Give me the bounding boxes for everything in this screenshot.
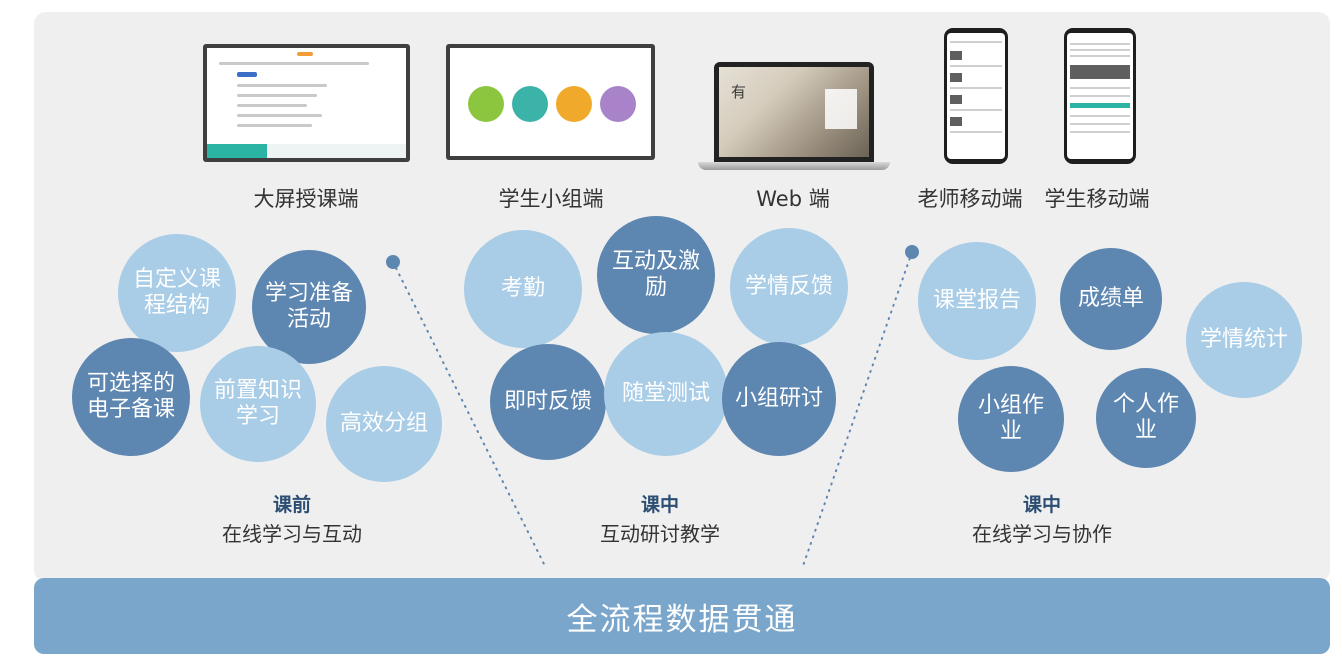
bubble-electronic-lesson-prep: 可选择的电子备课 bbox=[72, 338, 190, 456]
device-label-large-screen: 大屏授课端 bbox=[253, 187, 359, 211]
data-flow-bar: 全流程数据贯通 bbox=[34, 578, 1330, 654]
bubble-group-discussion: 小组研讨 bbox=[722, 342, 836, 456]
data-flow-label: 全流程数据贯通 bbox=[566, 601, 798, 638]
laptop-base bbox=[698, 162, 890, 170]
bubble-custom-course-structure: 自定义课程结构 bbox=[118, 234, 236, 352]
bubble-group-homework: 小组作业 bbox=[958, 366, 1064, 472]
section-subtitle-pre-class: 在线学习与互动 bbox=[222, 522, 362, 546]
bubble-individual-homework: 个人作业 bbox=[1096, 368, 1196, 468]
bubble-attendance: 考勤 bbox=[464, 230, 582, 348]
section-title-in-class-online: 课中 bbox=[1022, 494, 1062, 516]
bubble-class-report: 课堂报告 bbox=[918, 242, 1036, 360]
bubble-prior-knowledge: 前置知识学习 bbox=[200, 346, 316, 462]
section-title-pre-class: 课前 bbox=[272, 494, 312, 516]
section-subtitle-in-class-online: 在线学习与协作 bbox=[972, 522, 1112, 546]
student-phone-icon bbox=[1064, 28, 1136, 164]
bubble-prep-activities: 学习准备活动 bbox=[252, 250, 366, 364]
device-label-teacher-mobile: 老师移动端 bbox=[917, 187, 1023, 211]
device-label-group: 学生小组端 bbox=[498, 187, 604, 211]
bubble-learning-feedback: 学情反馈 bbox=[730, 228, 848, 346]
laptop-icon: 有 bbox=[714, 62, 874, 162]
large-screen-icon bbox=[203, 44, 410, 162]
bubble-learning-statistics: 学情统计 bbox=[1186, 282, 1302, 398]
device-label-student-mobile: 学生移动端 bbox=[1044, 187, 1150, 211]
device-label-web: Web 端 bbox=[756, 187, 830, 211]
bubble-efficient-grouping: 高效分组 bbox=[326, 366, 442, 482]
bubble-instant-feedback: 即时反馈 bbox=[490, 344, 606, 460]
section-title-in-class: 课中 bbox=[640, 494, 680, 516]
group-tablet-icon bbox=[446, 44, 655, 160]
section-subtitle-in-class: 互动研讨教学 bbox=[600, 522, 720, 546]
teacher-phone-icon bbox=[944, 28, 1008, 164]
bubble-in-class-test: 随堂测试 bbox=[604, 332, 728, 456]
bubble-report-card: 成绩单 bbox=[1060, 248, 1162, 350]
bubble-interaction-incentive: 互动及激励 bbox=[597, 216, 715, 334]
